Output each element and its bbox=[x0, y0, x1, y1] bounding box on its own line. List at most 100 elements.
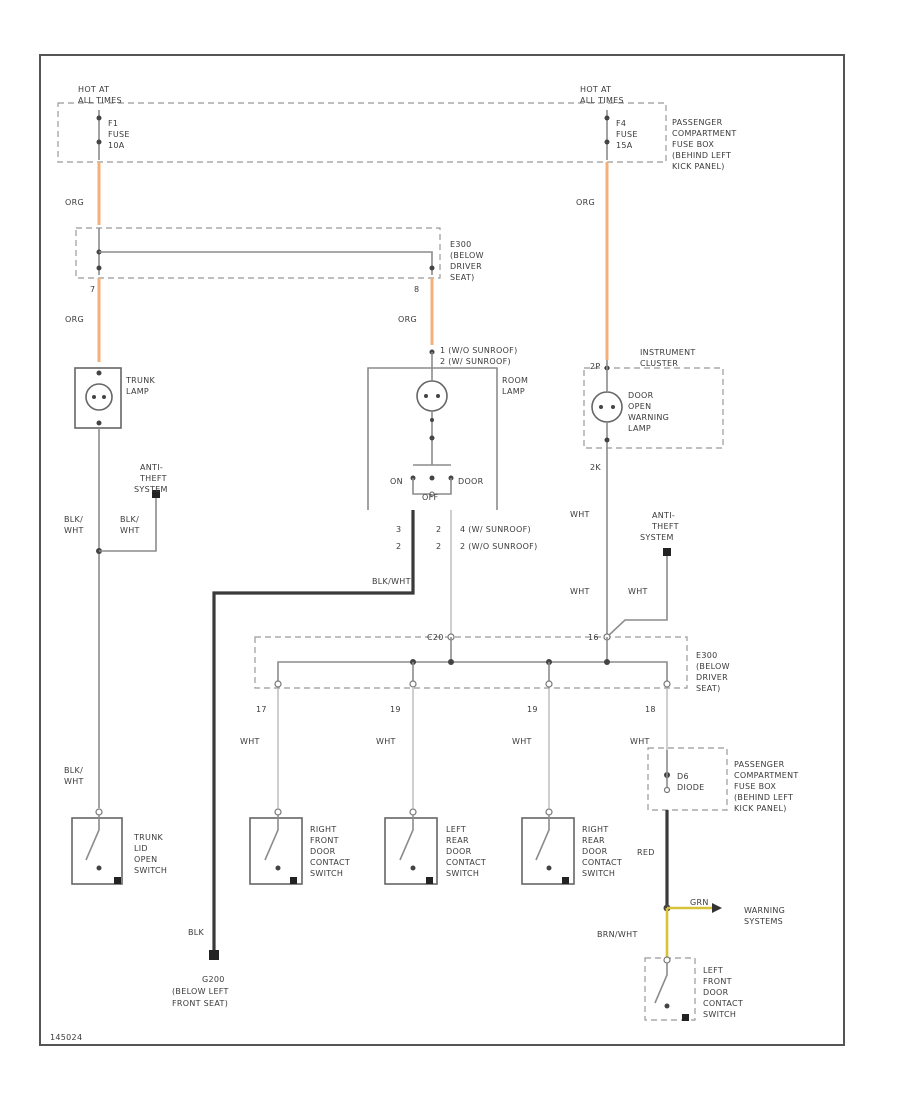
blk-wht-mid-label: BLK/WHT bbox=[372, 577, 411, 586]
wht-row-1: WHT bbox=[240, 737, 260, 746]
lr-sw-l3: DOOR bbox=[446, 847, 472, 856]
diagram-frame bbox=[39, 54, 845, 1046]
switch-on: ON bbox=[390, 477, 403, 486]
pin-row-1: 17 bbox=[256, 705, 267, 714]
trunk-sw-l1: TRUNK bbox=[133, 833, 163, 842]
blkwht-left-l1: BLK/ bbox=[64, 515, 83, 524]
warning-sys-l1: WARNING bbox=[744, 906, 785, 915]
pass-box-top-l1: PASSENGER bbox=[672, 118, 723, 127]
hot-label-left-2: ALL TIMES bbox=[78, 96, 122, 105]
trunk-lamp-l2: LAMP bbox=[126, 387, 149, 396]
pin-col1-a: 3 bbox=[396, 525, 401, 534]
rr-sw-l1: RIGHT bbox=[582, 825, 609, 834]
wht-right-top-label: WHT bbox=[570, 510, 590, 519]
rf-sw-l3: DOOR bbox=[310, 847, 336, 856]
pass-box-bot-l4: (BEHIND LEFT bbox=[734, 793, 793, 802]
trunk-sw-l3: OPEN bbox=[134, 855, 157, 864]
figure-number: 145024 bbox=[50, 1033, 82, 1042]
pass-box-top-l3: FUSE BOX bbox=[672, 140, 714, 149]
e300-top-l4: SEAT) bbox=[450, 273, 475, 282]
anti-theft-left-terminal bbox=[152, 490, 160, 498]
anti-right-l1: ANTI- bbox=[652, 511, 675, 520]
warning-arrow-icon bbox=[712, 903, 722, 913]
ground-g200: BLK G200 (BELOW LEFT FRONT SEAT) bbox=[172, 928, 229, 1008]
anti-theft-right-wire bbox=[606, 554, 668, 638]
fuse-right-id: F4 bbox=[616, 119, 626, 128]
e300-bot-l2: (BELOW bbox=[696, 662, 730, 671]
trunk-lamp: TRUNK LAMP bbox=[74, 367, 155, 429]
red-label: RED bbox=[637, 848, 655, 857]
wht-anti-right-label: WHT bbox=[628, 587, 648, 596]
anti-left-l1: ANTI- bbox=[140, 463, 163, 472]
pin-row-2: 19 bbox=[390, 705, 401, 714]
room-lamp: 1 (W/O SUNROOF) 2 (W/ SUNROOF) ROOM LAMP… bbox=[367, 346, 528, 510]
left-front-door-switch: LEFT FRONT DOOR CONTACT SWITCH bbox=[644, 956, 743, 1021]
pin-col2-a: 2 bbox=[436, 525, 441, 534]
pass-box-top-l5: KICK PANEL) bbox=[672, 162, 725, 171]
anti-theft-right-terminal bbox=[663, 548, 671, 556]
wht-row-4: WHT bbox=[630, 737, 650, 746]
fuse-left-id: F1 bbox=[108, 119, 118, 128]
fuse-right-word: FUSE bbox=[616, 130, 638, 139]
hot-label-right-1: HOT AT bbox=[580, 85, 611, 94]
ground-l2: (BELOW LEFT bbox=[172, 987, 229, 996]
hot-label-right-2: ALL TIMES bbox=[580, 96, 624, 105]
lf-sw-l3: DOOR bbox=[703, 988, 729, 997]
room-conn-l2: 2 (W/ SUNROOF) bbox=[440, 357, 511, 366]
diode-l1: D6 bbox=[677, 772, 689, 781]
inst-cluster-l1: INSTRUMENT bbox=[640, 348, 696, 357]
pass-box-top-l4: (BEHIND LEFT bbox=[672, 151, 731, 160]
rf-sw-l5: SWITCH bbox=[310, 869, 343, 878]
room-lamp-l1: ROOM bbox=[502, 376, 528, 385]
fuse-left-word: FUSE bbox=[108, 130, 130, 139]
rr-sw-l3: DOOR bbox=[582, 847, 608, 856]
lf-sw-l5: SWITCH bbox=[703, 1010, 736, 1019]
pin-row-4: 18 bbox=[645, 705, 656, 714]
blkwht-left-l2: WHT bbox=[64, 526, 84, 535]
wht-row-2: WHT bbox=[376, 737, 396, 746]
blkwht-left2-l2: WHT bbox=[120, 526, 140, 535]
door-warn-l1: DOOR bbox=[628, 391, 654, 400]
lr-sw-l5: SWITCH bbox=[446, 869, 479, 878]
blkwht-lower-l2: WHT bbox=[64, 777, 84, 786]
fuse-box-top: HOT AT ALL TIMES HOT AT ALL TIMES F1 FUS… bbox=[57, 85, 737, 171]
e300-bot-l3: DRIVER bbox=[696, 673, 728, 682]
fuse-box-bottom: D6 DIODE PASSENGER COMPARTMENT FUSE BOX … bbox=[647, 747, 798, 813]
lf-sw-l1: LEFT bbox=[703, 966, 723, 975]
blkwht-left2-l1: BLK/ bbox=[120, 515, 139, 524]
pass-box-bot-l5: KICK PANEL) bbox=[734, 804, 787, 813]
diode-l2: DIODE bbox=[677, 783, 705, 792]
door-warn-l4: LAMP bbox=[628, 424, 651, 433]
trunk-lid-switch: TRUNK LID OPEN SWITCH bbox=[71, 808, 167, 885]
rf-sw-l1: RIGHT bbox=[310, 825, 337, 834]
door-warn-l3: WARNING bbox=[628, 413, 669, 422]
blk-ground-wire bbox=[212, 510, 415, 953]
anti-left-l3: SYSTEM bbox=[134, 485, 168, 494]
pin-7: 7 bbox=[90, 285, 95, 294]
anti-theft-left-wire bbox=[99, 496, 157, 552]
e300-bot-l1: E300 bbox=[696, 651, 718, 660]
pin-row-3: 19 bbox=[527, 705, 538, 714]
pin-c20: C20 bbox=[427, 633, 444, 642]
e300-bottom-connector: C20 16 E300 (BELOW DRIVER SEAT) bbox=[254, 633, 730, 693]
pin-2k: 2K bbox=[590, 463, 601, 472]
anti-right-l2: THEFT bbox=[651, 522, 679, 531]
trunk-lamp-l1: TRUNK bbox=[125, 376, 155, 385]
rr-sw-l4: CONTACT bbox=[582, 858, 622, 867]
trunk-sw-l2: LID bbox=[134, 844, 148, 853]
rf-sw-l4: CONTACT bbox=[310, 858, 350, 867]
lf-sw-l4: CONTACT bbox=[703, 999, 743, 1008]
instrument-cluster: 2P INSTRUMENT CLUSTER DOOR OPEN WARNING … bbox=[583, 348, 724, 472]
e300-top-l1: E300 bbox=[450, 240, 472, 249]
warning-sys-l2: SYSTEMS bbox=[744, 917, 783, 926]
pin-col2-b: 2 bbox=[436, 542, 441, 551]
switch-off: OFF bbox=[422, 493, 438, 502]
org-right-top-label: ORG bbox=[576, 198, 595, 207]
room-conn-l1: 1 (W/O SUNROOF) bbox=[440, 346, 518, 355]
pass-box-bot-l3: FUSE BOX bbox=[734, 782, 776, 791]
inst-cluster-l2: CLUSTER bbox=[640, 359, 678, 368]
fuse-right-amp: 15A bbox=[616, 141, 633, 150]
room-pins-l2: 2 (W/O SUNROOF) bbox=[460, 542, 538, 551]
pass-box-top-l2: COMPARTMENT bbox=[672, 129, 737, 138]
